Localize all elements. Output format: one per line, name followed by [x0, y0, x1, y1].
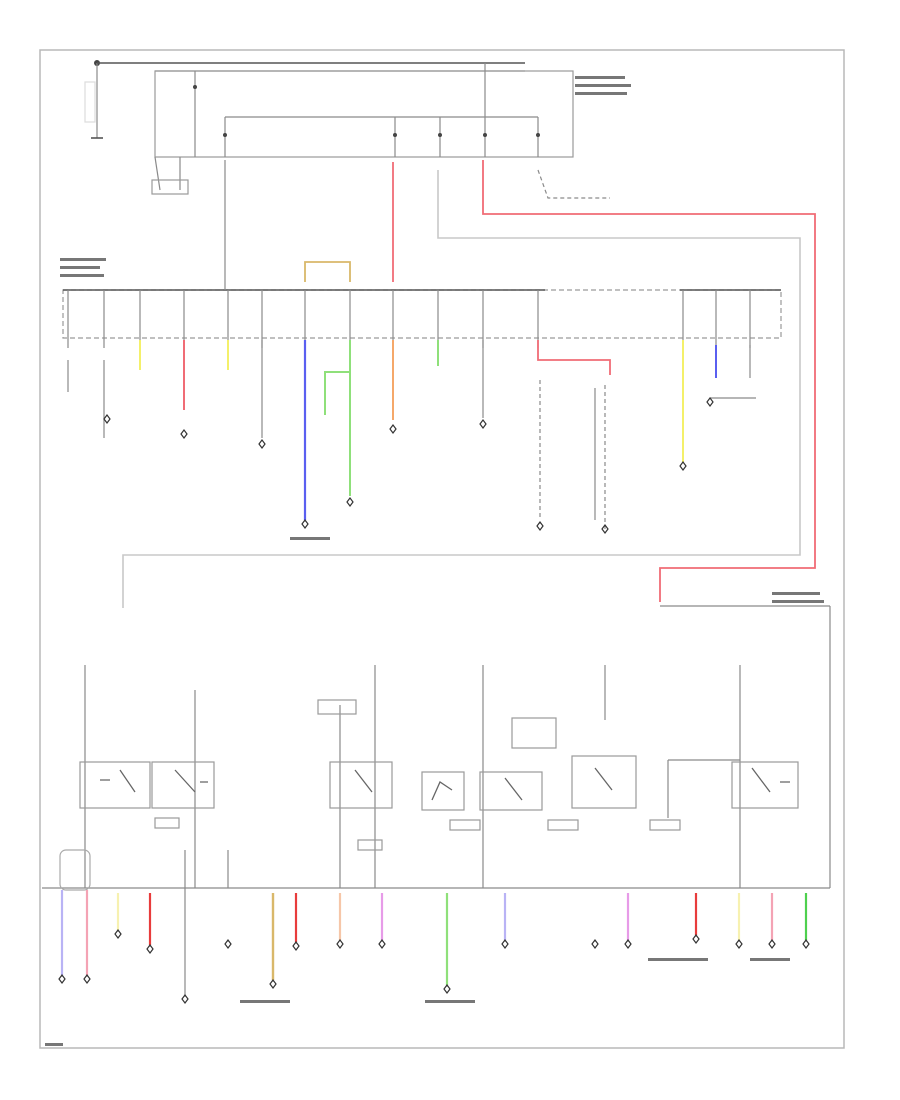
label-mark-7 [772, 592, 820, 595]
label-mark-13 [648, 958, 708, 961]
fuse-node-5 [483, 133, 487, 137]
ipdm-fuse-block [62, 160, 782, 339]
relay-1 [79, 761, 151, 809]
relay-8 [317, 699, 357, 715]
ground-1 [154, 817, 180, 829]
ground-4 [547, 819, 579, 831]
relay-3-switch [354, 769, 373, 793]
ipdm-fuse-block-outline [62, 289, 782, 339]
ground-3 [449, 819, 481, 831]
label-mark-9 [45, 1043, 63, 1046]
relay-5-switch [504, 777, 523, 801]
ipdm-fuse-columns [67, 290, 751, 348]
lower-bus [42, 605, 831, 889]
ground-symbols [154, 817, 681, 851]
battery-label-block [84, 81, 96, 123]
fuse-node-4 [438, 133, 442, 137]
label-mark-14 [750, 958, 790, 961]
label-mark-8 [772, 600, 824, 603]
fuse-node-3 [393, 133, 397, 137]
relay-2-switch [174, 769, 208, 793]
tick-row-bottom [58, 929, 810, 1004]
relay-4 [421, 771, 465, 811]
relay-4-coil [431, 781, 453, 801]
wire-tan-jumper [304, 261, 351, 282]
relay-6-switch [594, 767, 613, 791]
relay-1-switch [100, 769, 136, 793]
relays [79, 699, 799, 811]
terminal-ticks [58, 397, 810, 1004]
relay-feeders [84, 665, 741, 995]
wire-gray-right-loop [122, 170, 801, 608]
diagram-frame [39, 49, 845, 1049]
illegible-label-marks [45, 76, 824, 1046]
label-mark-11 [425, 1000, 475, 1003]
relay-7-switch [751, 767, 790, 793]
label-mark-1 [575, 76, 625, 79]
label-mark-4 [60, 258, 106, 261]
fuse-node-6 [536, 133, 540, 137]
wire-loop-left [59, 849, 91, 891]
fuse-node-2 [223, 133, 227, 137]
fusible-link-box [151, 63, 574, 195]
ipdm-output-wires [67, 340, 756, 530]
fuse-node-1 [193, 85, 197, 89]
fusible-link-box-outline [154, 70, 574, 158]
label-mark-12 [240, 1000, 290, 1003]
relay-9 [511, 717, 557, 749]
ground-5 [649, 819, 681, 831]
relay-6 [571, 755, 637, 809]
label-mark-10 [290, 537, 330, 540]
label-mark-3 [575, 92, 627, 95]
label-mark-2 [575, 84, 631, 87]
relay-2 [151, 761, 215, 809]
relay-7 [731, 761, 799, 809]
ground-2 [357, 839, 383, 851]
wire-dashed-right [537, 169, 610, 199]
wire-red-out-2 [537, 340, 611, 375]
wire-green-out [324, 340, 351, 496]
lower-output-wires [59, 849, 808, 985]
label-mark-6 [60, 274, 104, 277]
starter-relay-symbol [151, 179, 189, 195]
battery-section [84, 60, 525, 139]
wire-red-main-feed [482, 160, 816, 602]
box-bottom-connector-left [154, 156, 161, 191]
relay-5 [479, 771, 543, 811]
label-mark-5 [60, 266, 100, 269]
tick-row-top [103, 397, 714, 534]
relay-3 [329, 761, 393, 809]
